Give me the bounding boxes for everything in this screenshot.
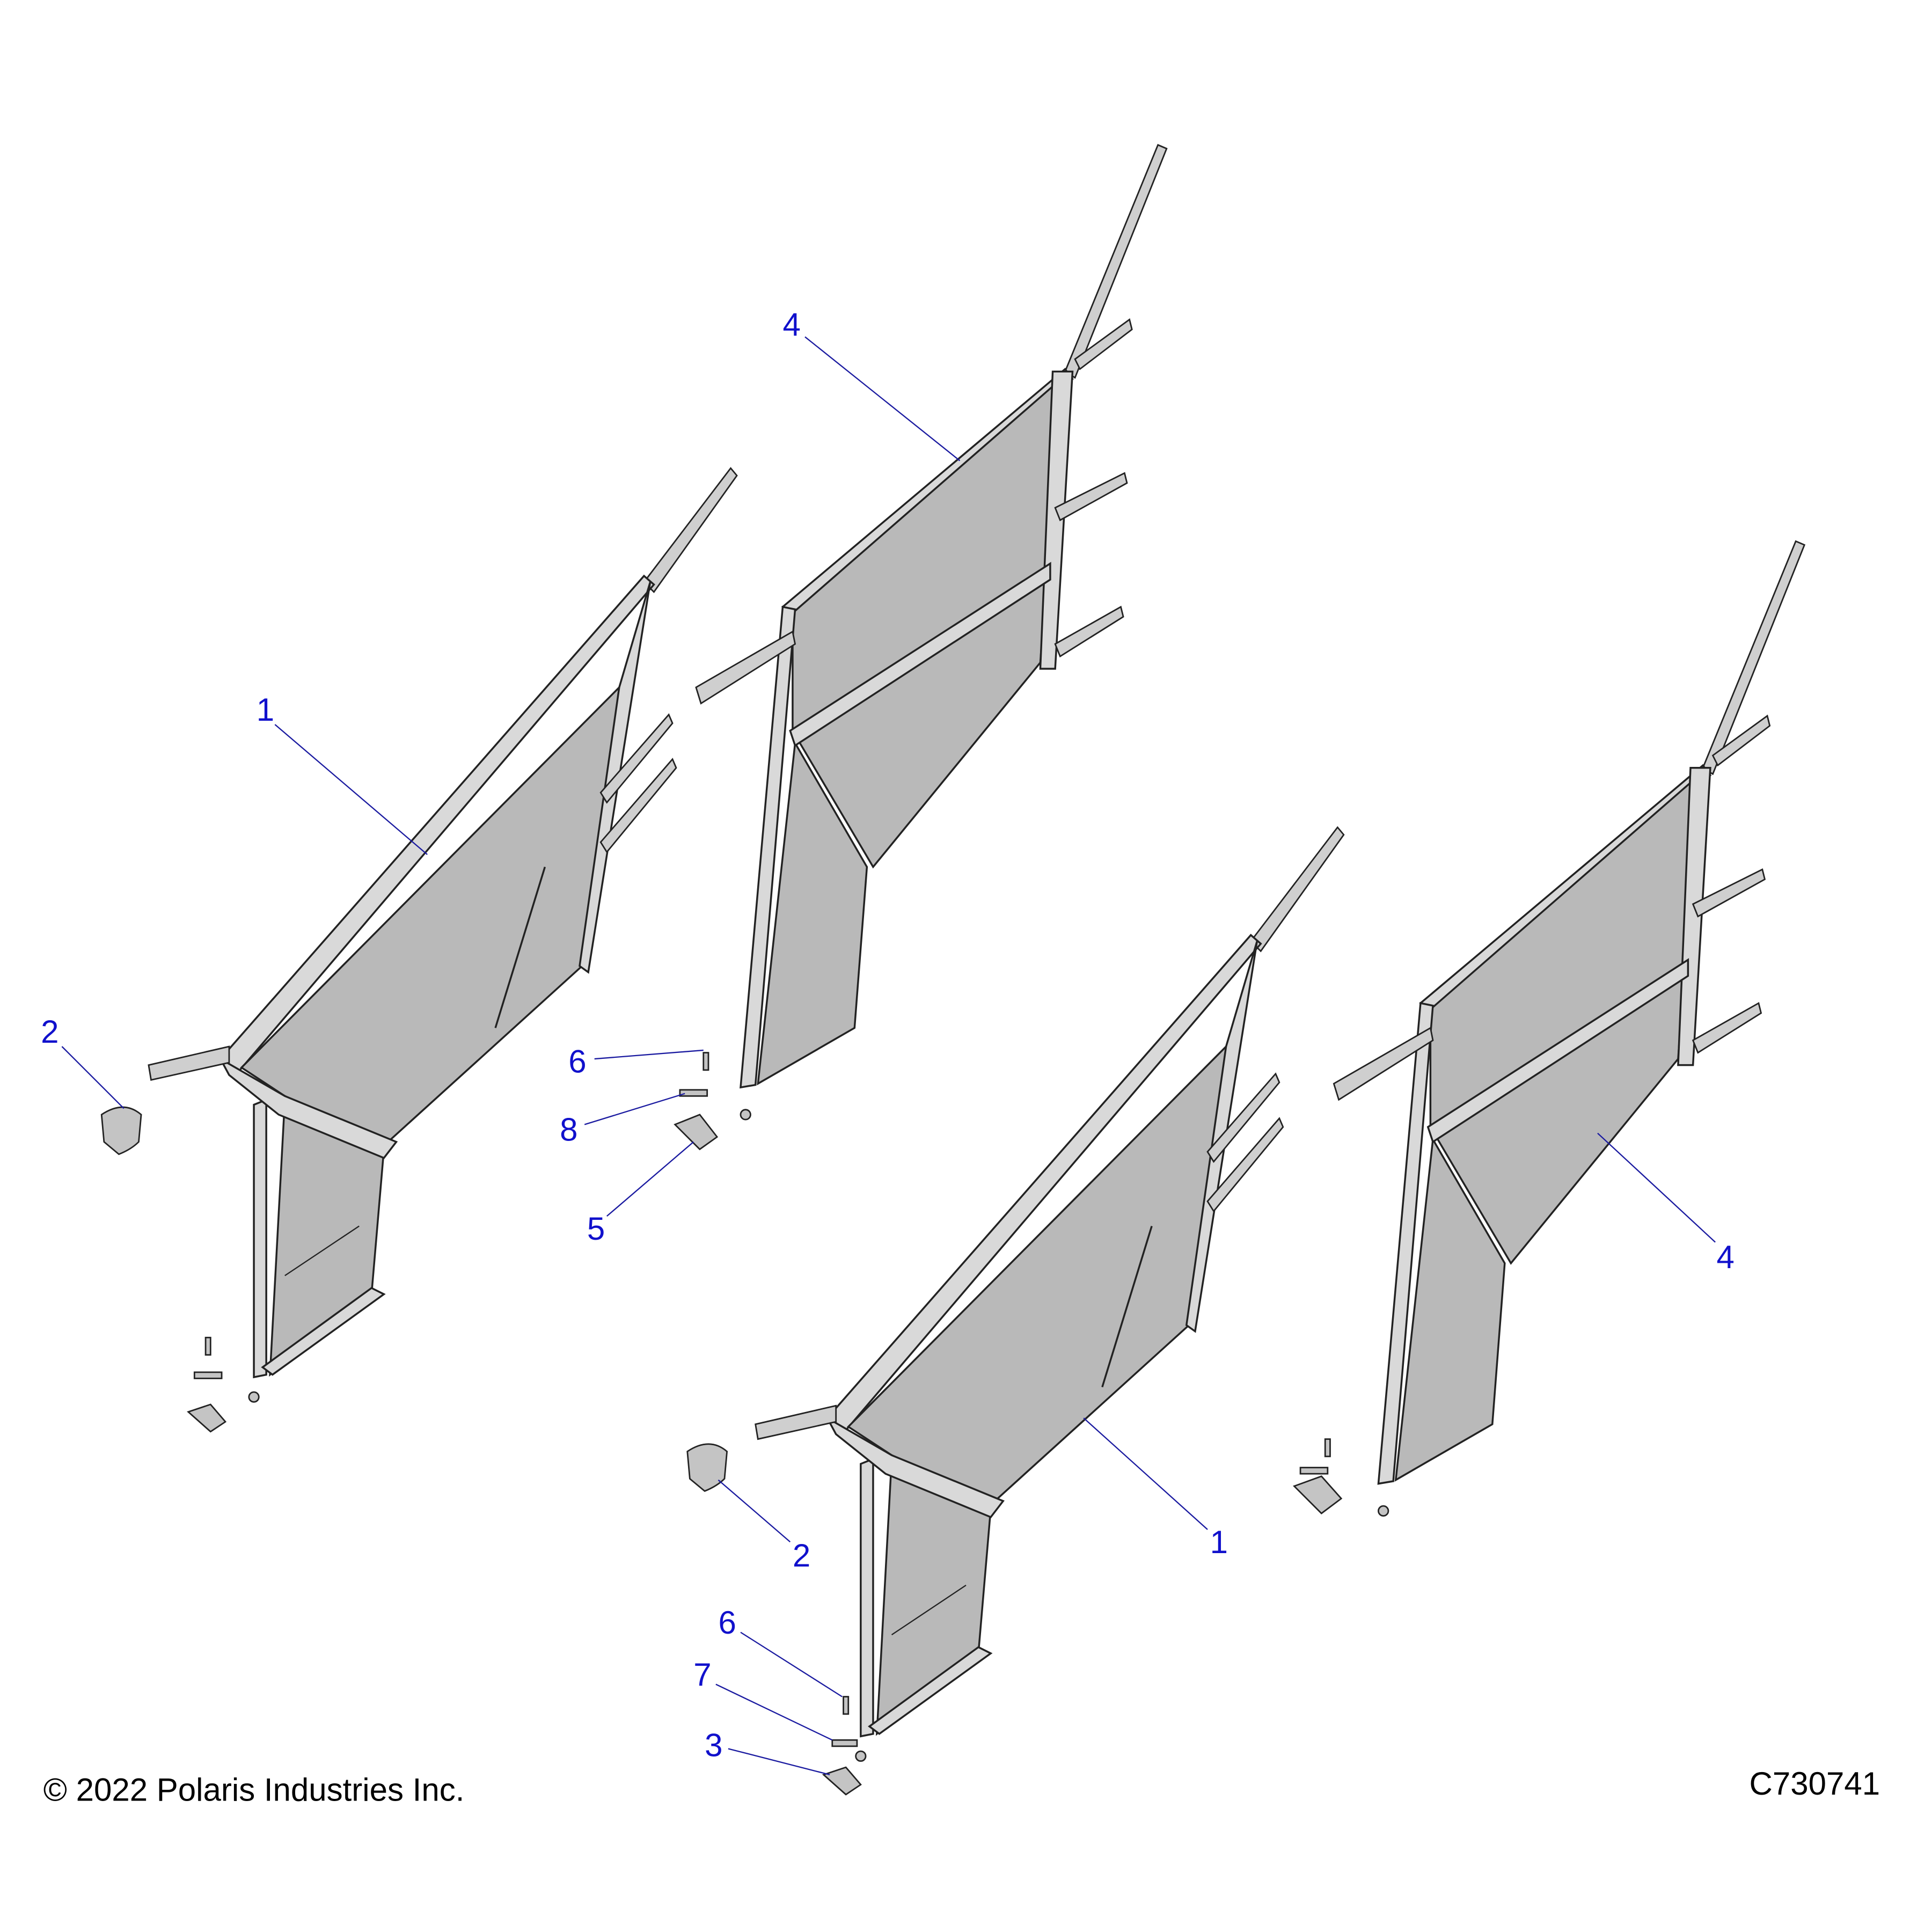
callout-3: 3 [705,1727,722,1763]
copyright-text: © 2022 Polaris Industries Inc. [43,1772,465,1807]
callout-8: 8 [560,1111,577,1147]
side-net-panel-upper [695,144,1168,1121]
callout-7: 7 [693,1657,711,1693]
callout-4: 4 [782,306,800,342]
drawing-id: C730741 [1750,1766,1880,1802]
callout-2: 2 [41,1014,58,1050]
callout-1: 1 [257,692,274,728]
callout-6: 6 [568,1043,586,1079]
side-net-panel-left [148,467,738,1403]
callout-5: 5 [587,1211,605,1247]
callout-2: 2 [793,1538,810,1574]
hardware-parts [100,1052,1343,1796]
callout-6: 6 [718,1605,736,1641]
side-net-panel-right [1333,540,1806,1517]
callout-4: 4 [1716,1239,1734,1275]
leader-lines [61,336,1716,1776]
callout-1: 1 [1210,1524,1228,1560]
